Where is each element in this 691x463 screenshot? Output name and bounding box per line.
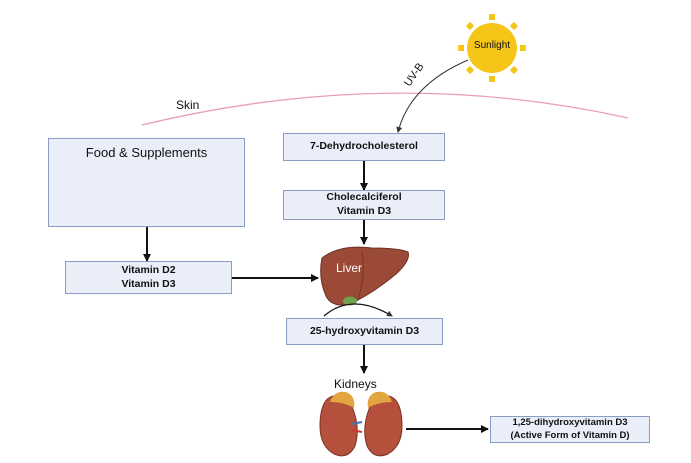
box-cholecalciferol-line1: Cholecalciferol	[326, 191, 402, 204]
skin-line	[141, 92, 629, 126]
box-7-dehydrocholesterol-text: 7-Dehydrocholesterol	[310, 140, 418, 153]
box-vitamin-d2-text: Vitamin D2	[121, 263, 176, 276]
sun-icon	[458, 14, 526, 82]
box-vitamin-d3-text: Vitamin D3	[121, 277, 176, 290]
kidneys-icon	[319, 391, 403, 457]
box-25-hydroxyvitamin-text: 25-hydroxyvitamin D3	[309, 324, 420, 337]
skin-label: Skin	[176, 98, 200, 112]
box-25-hydroxyvitamin-d3: 25-hydroxyvitamin D3	[286, 318, 443, 345]
food-supplements-panel: Food & Supplements	[48, 138, 245, 227]
box-active-line1: 1,25-dihydroxyvitamin D3	[512, 417, 628, 429]
box-vitamin-d2-d3: Vitamin D2 Vitamin D3	[65, 261, 232, 294]
liver-curved-arrow	[323, 303, 393, 317]
sunlight-label: Sunlight	[473, 40, 511, 51]
box-active-vitamin-d: 1,25-dihydroxyvitamin D3 (Active Form of…	[490, 416, 650, 443]
liver-icon	[320, 246, 409, 306]
box-7-dehydrocholesterol: 7-Dehydrocholesterol	[283, 133, 445, 161]
liver-label: Liver	[336, 261, 363, 275]
box-cholecalciferol: Cholecalciferol Vitamin D3	[283, 190, 445, 220]
uvb-arrow	[396, 59, 469, 133]
box-active-line2: (Active Form of Vitamin D)	[510, 429, 630, 441]
box-cholecalciferol-line2: Vitamin D3	[336, 205, 392, 217]
food-supplements-title: Food & Supplements	[85, 145, 208, 160]
kidneys-label: Kidneys	[334, 377, 377, 391]
